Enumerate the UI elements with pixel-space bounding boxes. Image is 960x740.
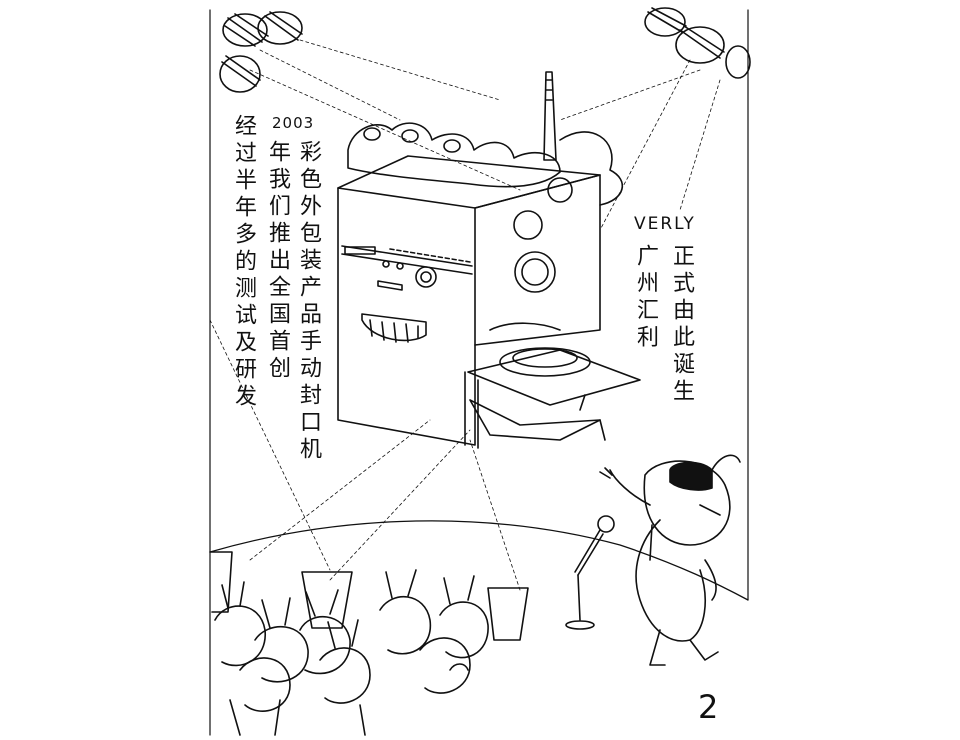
caption-year: 2003 — [272, 114, 315, 132]
stage-edge — [209, 520, 749, 601]
spotlight-icon — [644, 7, 751, 79]
microphone-icon — [565, 515, 615, 630]
rabbit-presenter-illustration — [599, 454, 741, 666]
spotlight-icon — [209, 551, 529, 641]
caption-column: 经过半年多的测试及研发 — [231, 114, 256, 411]
caption-column: 正式由此诞生 — [669, 244, 694, 406]
rabbit-audience-illustration — [214, 569, 489, 736]
light-beams — [209, 39, 721, 591]
sealing-machine-illustration — [337, 71, 641, 449]
page-number: 2 — [698, 688, 719, 726]
caption-column: 年我们推出全国首创 — [265, 140, 290, 383]
caption-column: 广州汇利 — [633, 244, 658, 352]
brand-label: VERLY — [634, 214, 696, 234]
spotlight-icon — [219, 11, 303, 93]
caption-column: 彩色外包装产品手动封口机 — [296, 140, 321, 464]
